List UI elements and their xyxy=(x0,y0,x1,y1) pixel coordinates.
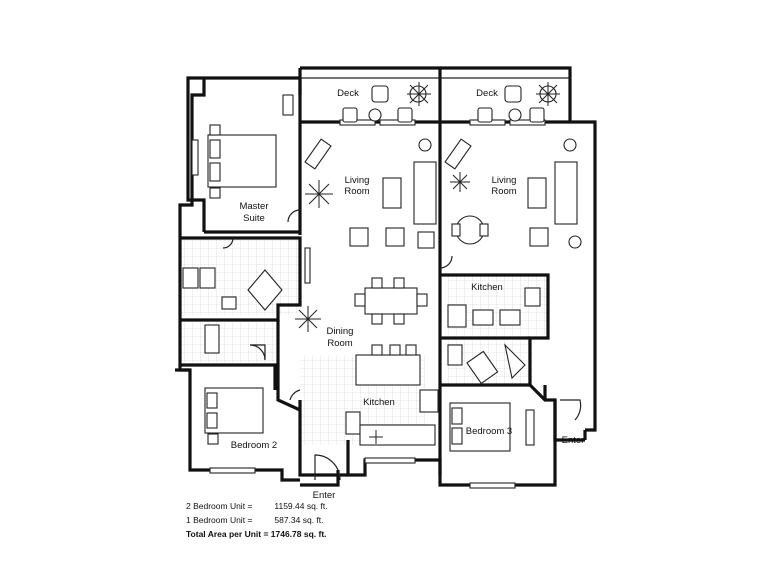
plant-icons xyxy=(295,82,560,444)
living-right-furniture xyxy=(444,138,582,249)
label-dining-2: Room xyxy=(327,338,352,349)
lower-kitchen-furniture xyxy=(345,344,439,446)
label-enter-right: Enter xyxy=(562,435,585,446)
dining-furniture xyxy=(354,277,428,325)
label-master-1: Master xyxy=(239,201,268,212)
room-labels: Deck Deck Living Room Living Room Master… xyxy=(231,88,585,501)
label-kitchen-lower: Kitchen xyxy=(363,397,395,408)
one-bedroom-area: 1 Bedroom Unit = 587.34 sq. ft. xyxy=(186,513,328,527)
label-living-right-2: Room xyxy=(491,186,516,197)
master-bed xyxy=(191,124,277,199)
windows xyxy=(209,94,546,489)
bath-fixtures xyxy=(182,267,283,354)
label-master-2: Suite xyxy=(243,213,265,224)
label-bedroom2: Bedroom 2 xyxy=(231,440,277,451)
one-bedroom-label: 1 Bedroom Unit = xyxy=(186,515,253,525)
two-bedroom-value: 1159.44 sq. ft. xyxy=(274,501,328,511)
two-bedroom-area: 2 Bedroom Unit = 1159.44 sq. ft. xyxy=(186,499,328,513)
one-bedroom-value: 587.34 sq. ft. xyxy=(274,515,324,525)
label-kitchen-upper: Kitchen xyxy=(471,282,503,293)
label-living-left-2: Room xyxy=(344,186,369,197)
deck-furniture xyxy=(342,85,557,123)
doors xyxy=(222,209,582,481)
label-enter-bottom: Enter xyxy=(313,490,336,501)
bedroom2-bed xyxy=(204,387,264,445)
label-bedroom3: Bedroom 3 xyxy=(466,426,512,437)
label-living-right-1: Living xyxy=(492,175,517,186)
total-area: Total Area per Unit = 1746.78 sq. ft. xyxy=(186,529,327,539)
label-deck-left: Deck xyxy=(337,88,359,99)
two-bedroom-label: 2 Bedroom Unit = xyxy=(186,501,253,511)
bedroom3-bed xyxy=(447,343,535,452)
label-deck-right: Deck xyxy=(476,88,498,99)
walls xyxy=(175,66,597,487)
label-living-left-1: Living xyxy=(345,175,370,186)
upper-kitchen-furniture xyxy=(447,287,541,328)
living-left-furniture xyxy=(304,138,437,249)
area-summary: 2 Bedroom Unit = 1159.44 sq. ft. 1 Bedro… xyxy=(186,499,328,541)
label-dining-1: Dining xyxy=(327,326,354,337)
